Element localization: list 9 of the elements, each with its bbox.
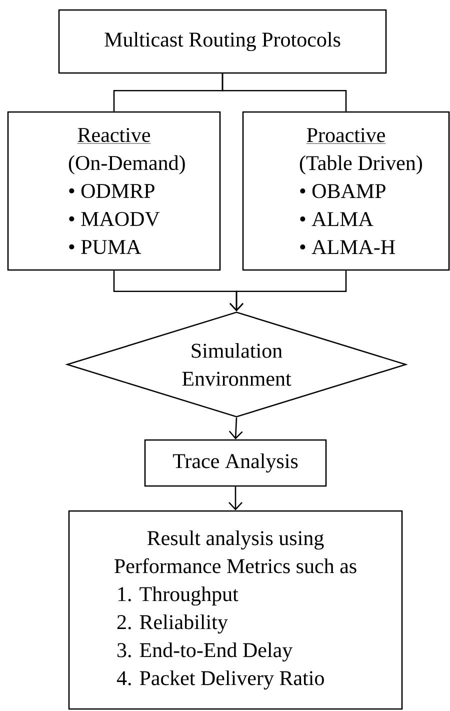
- arrow: [230, 270, 347, 312]
- process-box: Trace Analysis: [144, 439, 327, 487]
- arrow: [228, 486, 242, 510]
- title-box: Multicast Routing Protocols: [58, 9, 387, 74]
- category-box: Reactive (On-Demand) • ODMRP • MAODV • PUMA: [7, 111, 221, 271]
- connector-line: [222, 74, 347, 112]
- category-box: Proactive (Table Driven) • OBAMP • ALMA • ALMA-H: [242, 111, 450, 271]
- result-box: Result analysis using Performance Metrics such as 1. Throughput 2. Reliability 3. End-to-End Delay 4. Packet Delivery Ratio: [68, 510, 403, 710]
- arrow: [228, 418, 243, 440]
